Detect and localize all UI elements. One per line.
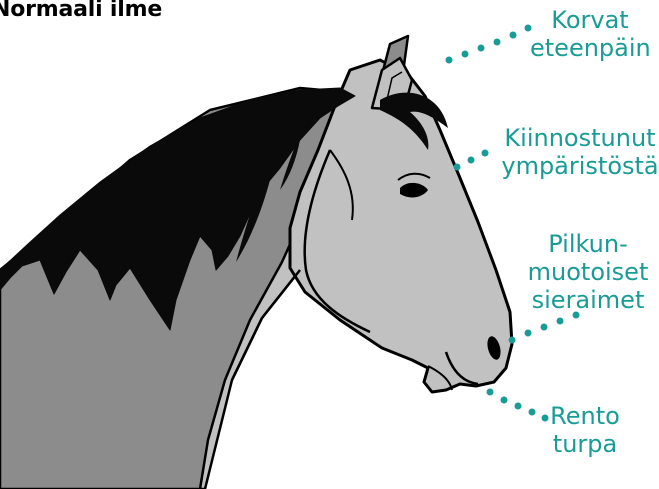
leader-interest-dot-3 — [482, 150, 489, 157]
leader-nostrils-dot-4 — [557, 318, 564, 325]
leader-muzzle-dot-2 — [501, 397, 508, 404]
leader-nostrils-dot-2 — [525, 330, 532, 337]
label-nostrils: Pilkun- muotoiset sieraimet — [520, 230, 656, 314]
label-muzzle-line-1: Rento — [545, 402, 625, 430]
label-nostrils-line-2: muotoiset — [520, 258, 656, 286]
leader-nostrils-dot-1 — [509, 337, 516, 344]
leader-ears-dot-1 — [446, 57, 453, 64]
label-relaxed-muzzle: Rento turpa — [545, 402, 625, 458]
page-title: Normaali ilme — [0, 0, 162, 22]
leader-interest-dot-2 — [468, 157, 475, 164]
label-nostrils-line-1: Pilkun- — [520, 230, 656, 258]
leader-ears-dot-2 — [462, 51, 469, 58]
leader-muzzle-dot-3 — [515, 403, 522, 410]
label-interest-line-2: ympäristöstä — [498, 152, 659, 180]
leader-interest-dot-1 — [454, 164, 461, 171]
leader-ears-dot-3 — [478, 45, 485, 52]
label-muzzle-line-2: turpa — [545, 430, 625, 458]
label-ears-line-2: eteenpäin — [530, 34, 650, 62]
label-nostrils-line-3: sieraimet — [520, 286, 656, 314]
label-interested: Kiinnostunut ympäristöstä — [498, 124, 659, 180]
label-ears-forward: Korvat eteenpäin — [530, 6, 650, 62]
leader-muzzle-dot-1 — [487, 389, 494, 396]
leader-ears-dot-4 — [494, 39, 501, 46]
leader-ears-dot-5 — [510, 32, 517, 39]
label-interest-line-1: Kiinnostunut — [498, 124, 659, 152]
leader-muzzle-dot-4 — [529, 409, 536, 416]
label-ears-line-1: Korvat — [530, 6, 650, 34]
leader-nostrils-dot-3 — [541, 324, 548, 331]
